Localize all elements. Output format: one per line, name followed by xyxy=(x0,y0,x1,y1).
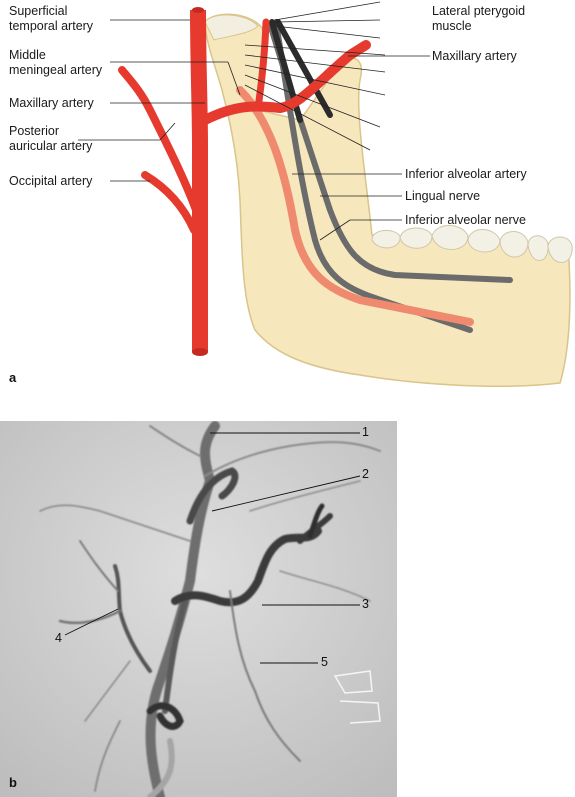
maxillary-artery xyxy=(200,40,371,125)
angio-number-5: 5 xyxy=(321,655,328,669)
middle-meningeal-artery xyxy=(254,18,270,112)
condyle xyxy=(204,14,259,41)
label-maxillary-right: Maxillary artery xyxy=(432,49,517,63)
label-posterior-auricular-1: Posterior xyxy=(9,124,60,138)
label-middle-meningeal-1: Middle xyxy=(9,48,46,62)
posterior-auricular-artery xyxy=(118,66,200,214)
label-inferior-alveolar-artery: Inferior alveolar artery xyxy=(405,167,527,181)
label-lingual-nerve: Lingual nerve xyxy=(405,189,481,203)
label-middle-meningeal-2: meningeal artery xyxy=(9,63,103,77)
angio-number-1: 1 xyxy=(362,425,369,439)
angio-number-4: 4 xyxy=(55,631,62,645)
label-inferior-alveolar-nerve: Inferior alveolar nerve xyxy=(405,213,526,227)
teeth xyxy=(371,225,573,263)
inferior-alveolar-nerve xyxy=(273,19,473,333)
catheter-artifact xyxy=(333,670,381,724)
nerve-dark-branch-2 xyxy=(275,19,333,118)
mandible-bone xyxy=(204,13,571,388)
label-posterior-auricular-2: auricular artery xyxy=(9,139,93,153)
occipital-artery xyxy=(141,171,198,234)
label-maxillary-left: Maxillary artery xyxy=(9,96,94,110)
leader-lines xyxy=(78,1,430,241)
mandible-artery-illustration xyxy=(78,1,573,388)
inferior-alveolar-artery xyxy=(236,86,474,326)
external-carotid-artery xyxy=(190,9,208,352)
label-lateral-pterygoid-1: Lateral pterygoid xyxy=(432,4,526,18)
label-lateral-pterygoid-2: muscle xyxy=(432,19,472,33)
panel-letter-a: a xyxy=(9,370,17,385)
panel-letter-b: b xyxy=(9,775,17,790)
angio-leader-lines xyxy=(64,432,361,664)
angio-number-3: 3 xyxy=(362,597,369,611)
angio-number-2: 2 xyxy=(362,467,369,481)
angiogram-image: 1 2 3 4 5 b xyxy=(0,421,397,797)
label-occipital: Occipital artery xyxy=(9,174,93,188)
artery-cut-end xyxy=(192,348,208,356)
angiogram-vessels xyxy=(0,421,397,797)
label-superficial-temporal-1: Superficial xyxy=(9,4,68,18)
label-superficial-temporal-2: temporal artery xyxy=(9,19,94,33)
